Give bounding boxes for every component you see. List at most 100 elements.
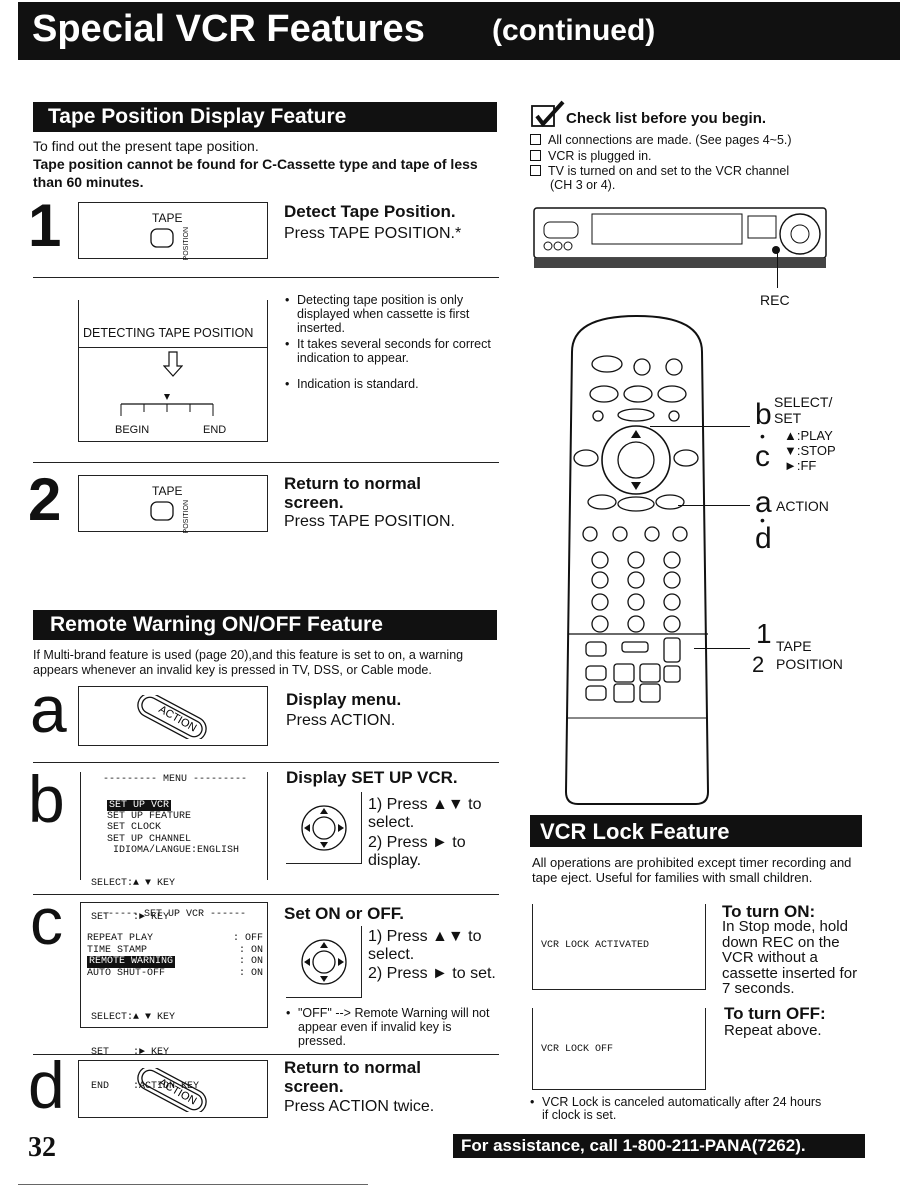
checklist-title: Check list before you begin. xyxy=(566,110,767,127)
tape-position-display-diagram: DETECTING TAPE POSITION BEGIN END xyxy=(78,300,268,442)
joystick-diagram-b xyxy=(286,792,362,864)
checklist-item: All connections are made. (See pages 4~5… xyxy=(530,132,830,148)
remote-callout-stop: ▼:STOP xyxy=(784,443,836,458)
rec-pointer-line xyxy=(777,252,778,288)
vcr-lock-off-heading: To turn OFF: xyxy=(724,1004,826,1023)
action-button-diagram-a: ACTION xyxy=(78,686,268,746)
select-set-pointer xyxy=(650,426,750,427)
step-d-body: Press ACTION twice. xyxy=(284,1098,435,1115)
menu-item-selected: SET UP VCR xyxy=(107,800,172,812)
menu-list: SET UP VCR SET UP FEATURE SET CLOCK SET … xyxy=(107,800,239,856)
tape-position-button-icon xyxy=(150,501,174,521)
page-title: Special VCR Features xyxy=(32,8,425,50)
joystick-diagram-c xyxy=(286,926,362,998)
remote-callout-select-set: SELECT/ SET xyxy=(774,394,833,426)
step-c-heading: Set ON or OFF. xyxy=(284,904,404,923)
vcr-unit-illustration xyxy=(533,207,827,268)
remote-callout-position: POSITION xyxy=(776,656,843,672)
checklist-item: VCR is plugged in. xyxy=(530,148,830,164)
detecting-text: DETECTING TAPE POSITION xyxy=(83,326,254,340)
remote-warning-intro: If Multi-brand feature is used (page 20)… xyxy=(33,648,464,677)
vcr-lock-off-screen: VCR LOCK OFF xyxy=(532,1008,706,1090)
step-a-body: Press ACTION. xyxy=(286,712,396,729)
divider xyxy=(33,762,499,763)
remote-callout-dot: • xyxy=(760,512,765,528)
step-2-body: Press TAPE POSITION. xyxy=(284,513,455,530)
step-c-note: •"OFF" --> Remote Warning will not appea… xyxy=(286,1006,490,1048)
menu-item: IDIOMA/LANGUE:ENGLISH xyxy=(113,844,240,856)
joystick-icon xyxy=(301,805,347,851)
remote-callout-c: c xyxy=(755,440,770,473)
checklist: All connections are made. (See pages 4~5… xyxy=(530,132,830,192)
tape-position-notes: •Detecting tape position is only display… xyxy=(285,293,497,391)
tape-position-button-diagram-2: TAPE POSITION xyxy=(78,475,268,534)
setup-vcr-screen-c: ------ SET UP VCR ------ REPEAT PLAY: OF… xyxy=(80,902,268,1092)
step-2-heading: Return to normal screen. xyxy=(284,474,421,512)
remote-callout-d: d xyxy=(755,522,772,555)
menu-item: SET UP FEATURE xyxy=(107,811,192,823)
divider xyxy=(33,894,499,895)
step-c-instruction-2: 2) Press ► to set. xyxy=(368,965,496,982)
joystick-icon xyxy=(301,939,347,985)
down-arrow-icon xyxy=(163,351,183,377)
note-item: •Indication is standard. xyxy=(285,377,419,391)
remote-callout-tape: TAPE xyxy=(776,638,812,654)
assistance-banner: For assistance, call 1-800-211-PANA(7262… xyxy=(453,1134,865,1158)
vcr-lock-on-heading: To turn ON: xyxy=(722,902,816,921)
action-button-icon: ACTION xyxy=(137,695,207,739)
vcr-lock-activated-text: VCR LOCK ACTIVATED xyxy=(541,940,650,951)
action-button-diagram-d: ACTION xyxy=(78,1060,268,1118)
step-d-heading: Return to normal screen. xyxy=(284,1058,421,1096)
remote-control-illustration xyxy=(564,314,710,805)
menu-item: SET CLOCK xyxy=(107,822,162,834)
checkmark-icon xyxy=(531,100,565,128)
step-2-number: 2 xyxy=(28,466,62,533)
remote-callout-ff: ►:FF xyxy=(784,458,817,473)
checklist-item: TV is turned on and set to the VCR chann… xyxy=(530,164,830,178)
detecting-screen: DETECTING TAPE POSITION xyxy=(79,300,267,348)
menu-title: --------- MENU --------- xyxy=(102,774,248,785)
menu-key-hints: SELECT:▲ ▼ KEY SET :► KEY xyxy=(91,878,176,924)
step-b-instruction-1: 1) Press ▲▼ to select. xyxy=(368,796,482,831)
menu-screen-b: --------- MENU --------- SET UP VCR SET … xyxy=(80,772,268,923)
note-item: •Detecting tape position is only display… xyxy=(285,293,470,335)
step-1-body: Press TAPE POSITION.* xyxy=(284,225,462,242)
note-item: •It takes several seconds for correct in… xyxy=(285,337,491,365)
tape-label: TAPE xyxy=(152,484,183,498)
bottom-rule xyxy=(18,1184,368,1185)
remote-callout-action: ACTION xyxy=(776,498,829,514)
tape-position-button-icon xyxy=(150,228,174,248)
menu-item: SET UP CHANNEL xyxy=(107,833,192,845)
page-header: Special VCR Features (continued) xyxy=(18,2,900,60)
setup-menu-title: ------ SET UP VCR ------ xyxy=(101,909,247,920)
remote-callout-a: a xyxy=(755,486,772,519)
remote-callout-b: b xyxy=(755,398,772,431)
step-a-letter: a xyxy=(30,672,67,746)
remote-callout-dot: • xyxy=(760,428,765,444)
remote-warning-row-selected: REMOTE WARNING xyxy=(87,956,176,968)
vcr-lock-on-body: In Stop mode, hold down REC on the VCR w… xyxy=(722,918,858,997)
rec-label: REC xyxy=(760,292,790,308)
vcr-lock-on-screen: VCR LOCK ACTIVATED xyxy=(532,904,706,990)
tape-label: TAPE xyxy=(152,211,183,225)
tape-position-scale-icon xyxy=(120,394,214,416)
tape-position-intro: To find out the present tape position. xyxy=(33,138,259,154)
end-label: END xyxy=(203,424,227,436)
setup-row: REPEAT PLAY: OFF TIME STAMP: ON REMOTE W… xyxy=(87,933,263,979)
begin-label: BEGIN xyxy=(115,424,150,436)
position-vertical-label: POSITION xyxy=(183,500,190,534)
divider xyxy=(33,462,499,463)
step-b-heading: Display SET UP VCR. xyxy=(286,768,458,787)
step-1-number: 1 xyxy=(28,192,62,259)
action-pointer xyxy=(678,505,750,506)
step-b-letter: b xyxy=(28,762,65,836)
step-d-letter: d xyxy=(28,1048,65,1122)
divider xyxy=(33,277,499,278)
remote-warning-section-title: Remote Warning ON/OFF Feature xyxy=(33,610,497,640)
page-subtitle: (continued) xyxy=(492,14,656,47)
step-b-instruction-2: 2) Press ► to display. xyxy=(368,834,466,869)
tape-position-section-title: Tape Position Display Feature xyxy=(33,102,497,132)
tape-position-warning: Tape position cannot be found for C-Cass… xyxy=(33,156,478,190)
step-c-letter: c xyxy=(30,884,63,958)
action-button-icon: ACTION xyxy=(137,1068,207,1112)
